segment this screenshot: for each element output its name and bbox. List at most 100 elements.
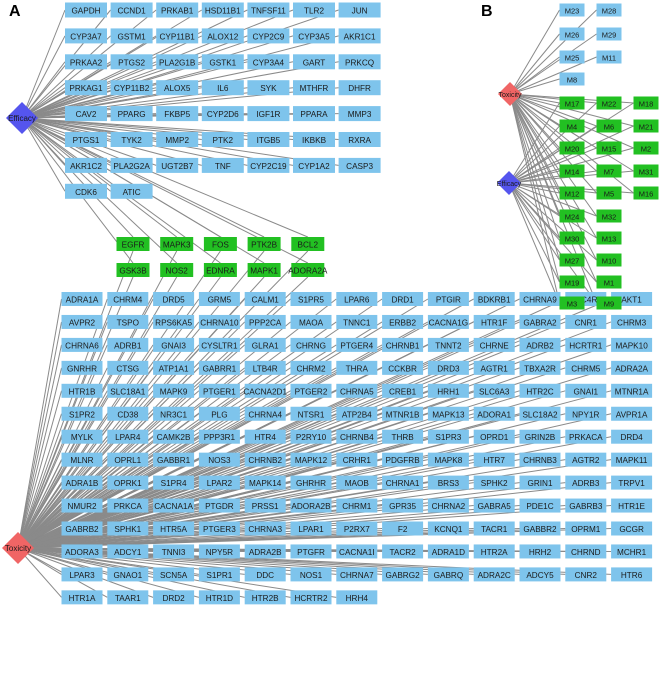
node-label: BRS3 [438,479,460,488]
node-box [338,2,381,18]
edge-b-toxicity-m27 [509,93,560,261]
node-label: DHFR [348,84,371,93]
node-ghrhr: GHRHR [290,475,332,490]
node-label: SPHK1 [114,525,141,534]
node-m28: M28 [596,3,622,17]
node-m20: M20 [559,141,585,155]
node-box [107,498,149,513]
node-tnfsf11: TNFSF11 [247,2,290,18]
node-label: MYLK [71,433,94,442]
node-label: M15 [602,145,617,154]
node-label: HTR2A [481,548,508,557]
node-box [473,406,515,421]
node-box [565,452,607,467]
node-gapdh: GAPDH [65,2,107,18]
node-label: GABRR1 [203,364,237,373]
node-label: CACNA1A [154,502,193,511]
node-box [153,429,195,444]
node-label: M18 [639,100,654,109]
node-box [110,132,153,147]
edge-toxicity-adra1a [17,298,62,549]
edge-toxicity-mlnr [17,459,62,549]
node-box [198,475,240,490]
node-label: CHRND [571,548,601,557]
node-label: GABRQ [434,571,464,580]
node-label: ADRA2A [615,364,648,373]
node-label: DRD4 [620,433,643,442]
node-box [336,337,378,352]
node-cd38: CD38 [107,406,149,421]
node-label: ADCY5 [526,571,554,580]
node-mtnr1b: MTNR1B [382,406,424,421]
node-label: PLA2G2A [113,162,150,171]
node-box [290,383,332,398]
node-box [596,186,622,200]
node-label: CACNA2D1 [243,387,287,396]
node-label: PTGFR [297,548,325,557]
node-atp2b4: ATP2B4 [336,406,378,421]
node-igf1r: IGF1R [247,106,290,122]
node-box [293,132,335,147]
node-label: UGT2B7 [161,162,193,171]
node-gabrq: GABRQ [427,567,469,582]
node-label: GLRA1 [252,341,279,350]
node-box [382,544,424,559]
node-ptger3: PTGER3 [198,521,240,536]
node-box [519,521,561,536]
node-box [244,360,286,375]
node-label: MAPK14 [249,479,282,488]
node-label: HTR1E [618,502,645,511]
node-ppara: PPARA [293,106,335,122]
node-label: GRM5 [208,296,232,305]
node-box [611,521,653,536]
node-label: TNF [215,162,231,171]
node-box [427,360,469,375]
node-label: OPRL1 [114,456,141,465]
node-label: GAPDH [71,7,100,16]
node-label: CREB1 [389,387,417,396]
node-box [596,296,622,310]
node-box [198,314,240,329]
node-box [107,521,149,536]
node-box [565,314,607,329]
node-label: GNAO1 [113,571,142,580]
node-label: CHRM3 [617,318,647,327]
node-label: S1PR3 [435,433,461,442]
node-label: M1 [604,279,614,288]
node-ntsr1: NTSR1 [290,406,332,421]
node-box [338,157,381,173]
node-box [156,2,199,18]
node-chrna10: CHRNA10 [198,314,240,329]
node-box [201,80,244,96]
node-cyp2d6: CYP2D6 [201,106,244,122]
node-htr7: HTR7 [473,452,515,467]
node-box [61,452,103,467]
node-m31: M31 [633,164,659,178]
node-label: GABRA5 [478,502,512,511]
node-gsk3b: GSK3B [116,263,150,277]
node-label: PTGDR [205,502,234,511]
node-m6: M6 [596,119,622,133]
node-box [244,567,286,582]
node-label: MTNR1B [386,410,420,419]
node-box [110,54,153,70]
node-label: S1PR2 [69,410,95,419]
node-creb1: CREB1 [382,383,424,398]
node-box [61,406,103,421]
node-mapk3: MAPK3 [160,237,194,251]
node-label: TRPV1 [618,479,645,488]
node-nos2: NOS2 [160,263,194,277]
node-pla2g2a: PLA2G2A [110,157,153,173]
node-egfr: EGFR [116,237,150,251]
node-tyk2: TYK2 [110,132,153,147]
node-gabbr1: GABBR1 [153,452,195,467]
node-cacna2d1: CACNA2D1 [243,383,287,398]
node-tacr1: TACR1 [473,521,515,536]
node-chrm2: CHRM2 [290,360,332,375]
node-label: CDK6 [75,188,97,197]
node-box [596,253,622,267]
node-label: CHRNB1 [386,341,420,350]
hub-label: Toxicity [5,544,31,553]
node-label: BDKRB1 [478,296,511,305]
node-box [290,590,332,605]
